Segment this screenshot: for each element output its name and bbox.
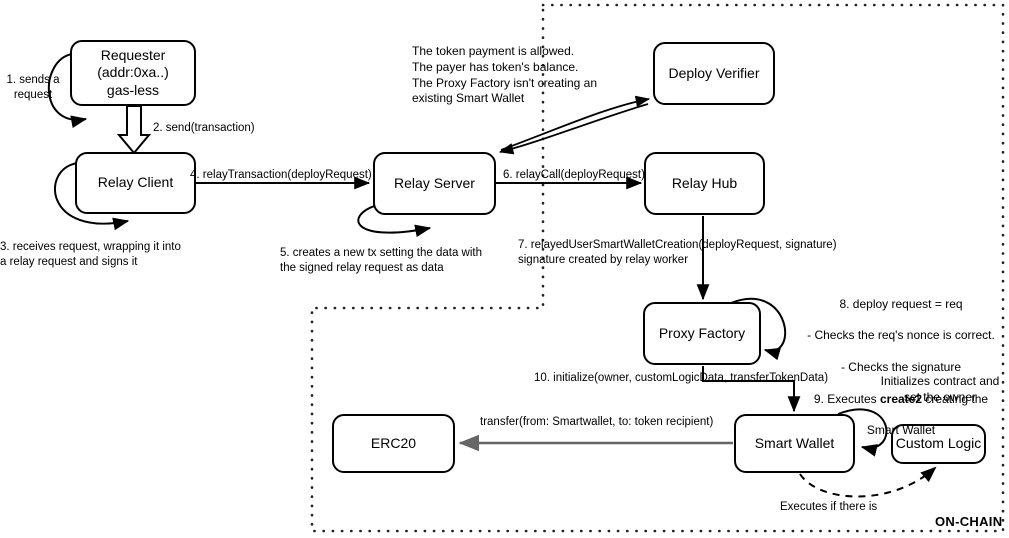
node-custom-logic-label: Custom Logic	[895, 435, 982, 452]
node-smart-wallet[interactable]: Smart Wallet	[734, 414, 855, 473]
node-relay-client-label: Relay Client	[97, 174, 174, 191]
node-requester-label: Requester (addr:0xa..) gas-less	[97, 46, 169, 98]
on-chain-boundary-label: ON-CHAIN	[935, 514, 1003, 529]
note-line-8: 8. deploy request = req	[839, 296, 963, 311]
node-erc20[interactable]: ERC20	[332, 414, 455, 473]
edge-label-transfer: transfer(from: Smartwallet, to: token re…	[480, 416, 714, 428]
edge-label-step-7: 7. relayedUserSmartWalletCreation(deploy…	[518, 239, 837, 266]
edge-smart-wallet-self	[837, 408, 888, 457]
note-line-9-create2: create2	[879, 391, 923, 406]
node-relay-client[interactable]: Relay Client	[75, 152, 196, 214]
edge-deploy-verifier-to-relay-server	[498, 103, 649, 155]
node-relay-server[interactable]: Relay Server	[373, 152, 496, 215]
edge-label-step-3: 3. receives request, wrapping it into a …	[0, 241, 181, 268]
edge-label-step-6: 6. relayCall(deployRequest)	[503, 169, 645, 181]
note-line-signature: - Checks the signature	[840, 360, 962, 375]
edge-proxy-factory-to-smart-wallet	[702, 366, 801, 413]
node-relay-hub-label: Relay Hub	[671, 174, 738, 191]
node-smart-wallet-label: Smart Wallet	[754, 434, 835, 451]
note-line-9-post: creating the	[922, 391, 989, 406]
edge-relay-server-to-deploy-verifier	[500, 95, 651, 151]
node-deploy-verifier[interactable]: Deploy Verifier	[653, 42, 775, 105]
note-proxy-factory-checks: 8. deploy request = req - Checks the req…	[790, 281, 1009, 455]
edge-label-step-5: 5. creates a new tx setting the data wit…	[280, 247, 483, 274]
on-chain-boundary	[310, 3, 1005, 533]
node-relay-hub[interactable]: Relay Hub	[644, 152, 765, 215]
edge-label-step-2: 2. send(transaction)	[153, 122, 255, 134]
edge-proxy-factory-self	[730, 297, 787, 361]
node-proxy-factory[interactable]: Proxy Factory	[643, 302, 761, 365]
note-line-9: 9. Executes create2 creating the	[790, 392, 1009, 408]
note-line-9-pre: 9. Executes	[813, 391, 880, 406]
edge-label-executes-if-there-is: Executes if there is	[780, 501, 878, 513]
note-initializes-contract: Initializes contract and set the owner	[880, 374, 1000, 404]
edge-label-step-10: 10. initialize(owner, customLogicData, t…	[534, 372, 829, 384]
node-erc20-label: ERC20	[370, 434, 417, 451]
node-custom-logic[interactable]: Custom Logic	[891, 424, 986, 464]
edge-requester-self	[47, 53, 88, 128]
note-deploy-verifier-conditions: The token payment is allowed. The payer …	[412, 44, 598, 106]
edge-label-step-4: 4. relayTransaction(deployRequest)	[190, 169, 372, 181]
edge-relay-server-self	[357, 204, 432, 238]
note-line-smart-wallet: Smart Wallet	[866, 423, 936, 438]
node-relay-server-label: Relay Server	[394, 174, 475, 191]
node-requester[interactable]: Requester (addr:0xa..) gas-less	[70, 40, 196, 106]
note-line-nonce: - Checks the req's nonce is correct.	[807, 328, 995, 343]
edge-relay-client-self	[54, 162, 130, 231]
edge-requester-to-relay-client	[116, 105, 152, 155]
edge-label-step-1: 1. sends a request	[6, 74, 60, 101]
node-deploy-verifier-label: Deploy Verifier	[668, 64, 760, 81]
node-proxy-factory-label: Proxy Factory	[658, 324, 746, 341]
